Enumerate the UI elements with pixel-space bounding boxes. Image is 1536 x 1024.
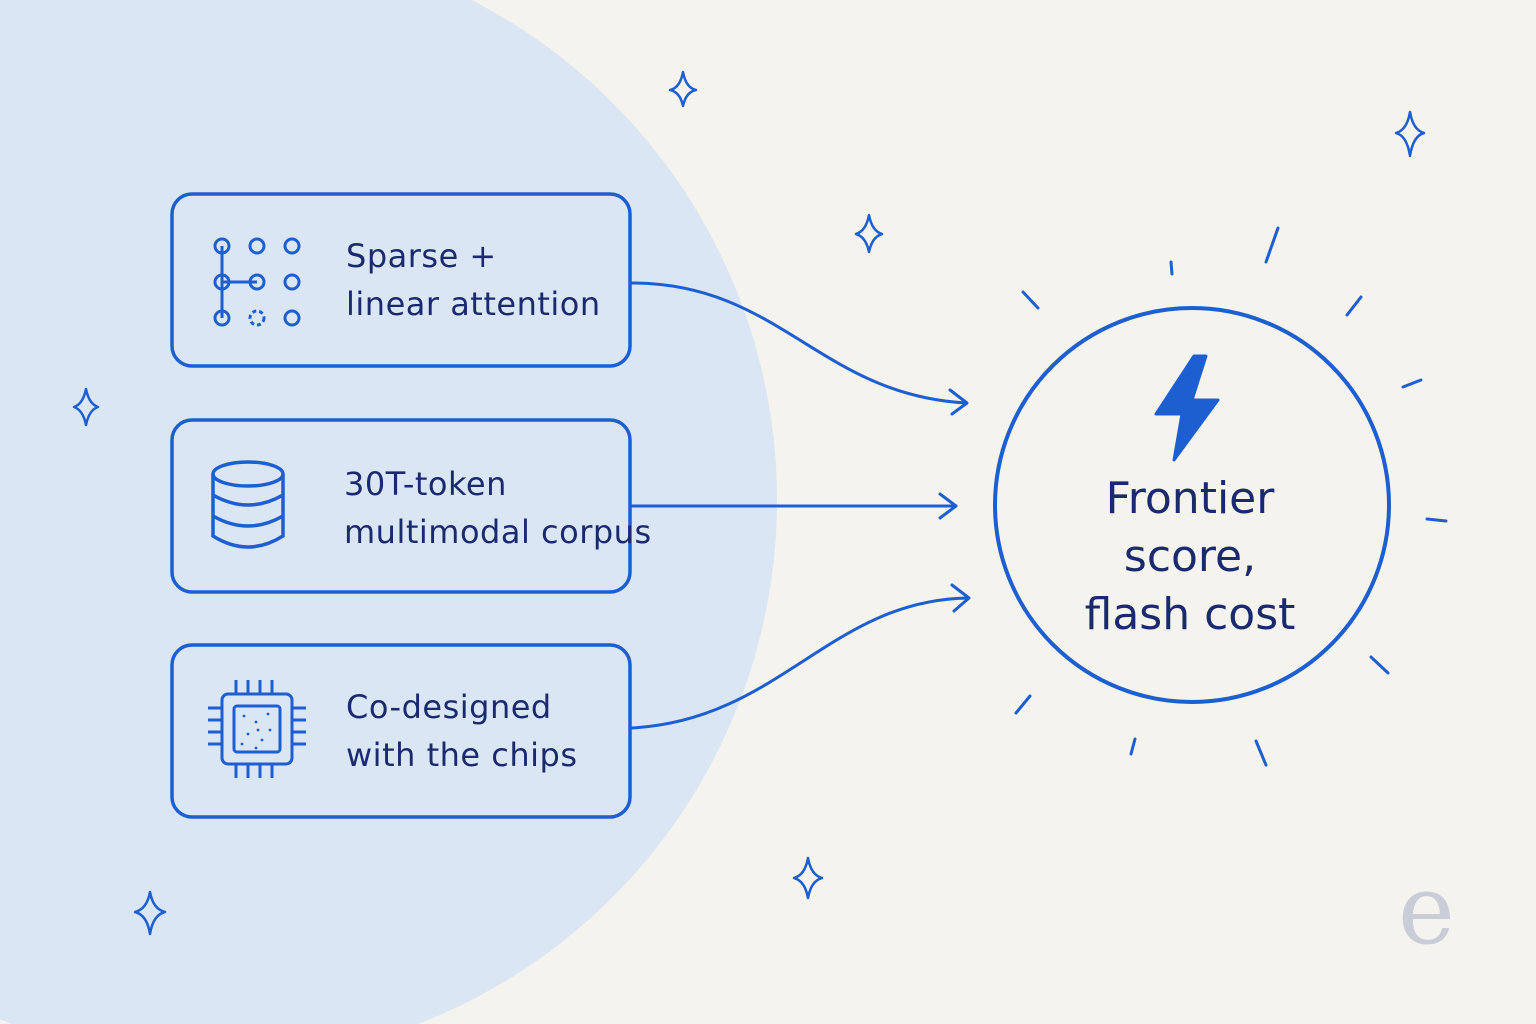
input-label-line: multimodal corpus	[344, 513, 652, 551]
result-label-line: Frontier	[1105, 473, 1275, 524]
result-label: Frontier score, flash cost	[1040, 470, 1340, 644]
input-label-corpus: 30T-token multimodal corpus	[344, 460, 652, 556]
sparkle-icon	[72, 387, 100, 427]
result-circle	[993, 306, 1391, 704]
node-grid-icon	[213, 237, 301, 327]
watermark-logo: e	[1398, 854, 1455, 966]
input-label-line: Co-designed	[346, 688, 552, 726]
input-label-line: linear attention	[346, 285, 601, 323]
sparkle-icon	[668, 70, 698, 108]
arrowhead-icon	[938, 492, 958, 520]
input-label-line: with the chips	[346, 736, 578, 774]
result-label-line: flash cost	[1084, 589, 1296, 640]
sparkle-icon	[133, 890, 167, 936]
background-blob	[0, 0, 777, 1024]
input-label-line: Sparse +	[346, 237, 497, 275]
input-box-attention	[170, 192, 632, 368]
chip-icon	[208, 680, 306, 778]
arrowhead-icon	[948, 388, 969, 416]
result-label-line: score,	[1123, 531, 1257, 582]
input-label-line: 30T-token	[344, 465, 507, 503]
sparkle-icon	[792, 856, 824, 900]
input-box-chips	[170, 643, 632, 819]
arrow-chips-to-result	[630, 596, 970, 730]
input-box-corpus	[170, 418, 632, 594]
database-icon	[211, 460, 285, 549]
sparkle-icon	[1394, 110, 1426, 158]
lightning-bolt-icon	[1154, 354, 1220, 462]
input-label-chips: Co-designed with the chips	[346, 683, 578, 779]
arrowhead-icon	[950, 583, 971, 613]
radiance-rays	[1014, 226, 1448, 767]
input-label-attention: Sparse + linear attention	[346, 232, 601, 328]
arrow-attention-to-result	[630, 281, 968, 405]
sparkle-icon	[854, 213, 884, 254]
